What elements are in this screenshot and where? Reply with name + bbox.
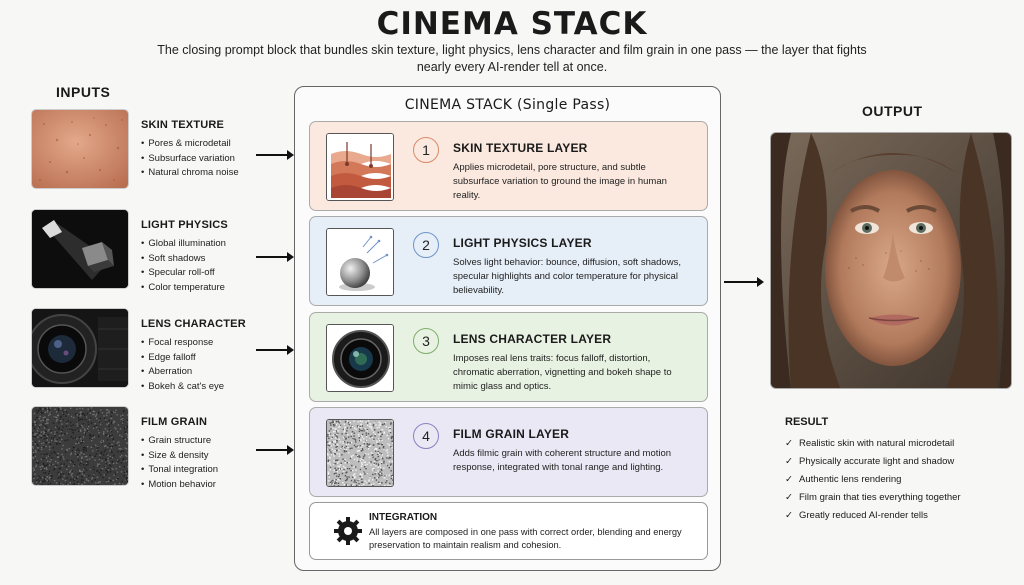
check-icon: ✓ [785, 456, 793, 467]
lens-character-thumbnail [31, 308, 129, 388]
bullet-item: Bokeh & cat's eye [141, 380, 224, 395]
skin-texture-thumbnail [31, 109, 129, 189]
layer-number-badge: 2 [413, 232, 439, 258]
layer-description: Applies microdetail, pore structure, and… [453, 162, 667, 201]
layer-light-physics: 2 LIGHT PHYSICS LAYER Solves light behav… [309, 216, 708, 306]
bullet-item: Natural chroma noise [141, 166, 238, 181]
bullet-item: Subsurface variation [141, 152, 239, 167]
layer-skin-texture: 1 SKIN TEXTURE LAYER Applies microdetail… [309, 121, 708, 211]
inputs-heading: INPUTS [56, 84, 111, 100]
result-title: RESULT [785, 416, 829, 428]
film-grain-thumbnail [31, 406, 129, 486]
result-text: Physically accurate light and shadow [799, 456, 955, 467]
layer-description: Imposes real lens traits: focus falloff,… [453, 353, 672, 392]
bullet-item: Focal response [141, 336, 224, 351]
input-light-physics: LIGHT PHYSICS Global illumination Soft s… [31, 209, 301, 293]
gear-icon [334, 517, 362, 545]
result-item: ✓ Physically accurate light and shadow [785, 453, 961, 471]
skin-cross-section-icon [326, 133, 394, 201]
bullet-item: Aberration [141, 365, 224, 380]
input-bullets: Focal response Edge falloff Aberration B… [141, 336, 224, 394]
check-icon: ✓ [785, 510, 793, 521]
bullet-item: Motion behavior [141, 478, 218, 493]
input-lens-character: LENS CHARACTER Focal response Edge fallo… [31, 308, 301, 392]
layer-title: LIGHT PHYSICS LAYER [453, 236, 592, 250]
arrow-stack-to-output [724, 277, 764, 287]
layer-lens-character: 3 LENS CHARACTER LAYER Imposes real lens… [309, 312, 708, 402]
stack-title: CINEMA STACK (Single Pass) [404, 97, 611, 113]
layer-title: LENS CHARACTER LAYER [453, 332, 612, 346]
result-item: ✓ Film grain that ties everything togethe… [785, 489, 961, 507]
integration-box: INTEGRATION All layers are composed in o… [309, 502, 708, 560]
input-bullets: Pores & microdetail Subsurface variation… [141, 137, 239, 181]
output-portrait-image [770, 132, 1012, 389]
result-text: Film grain that ties everything together [799, 492, 961, 503]
result-text: Authentic lens rendering [799, 474, 902, 485]
sphere-light-icon [326, 228, 394, 296]
output-heading: OUTPUT [862, 103, 923, 119]
result-item: ✓ Greatly reduced AI-render tells [785, 507, 961, 525]
cinema-stack-panel: CINEMA STACK (Single Pass) 1 SKIN TEXTUR… [294, 86, 721, 571]
bullet-item: Specular roll-off [141, 266, 226, 281]
arrow-skin-to-stack [256, 150, 294, 160]
input-name: FILM GRAIN [141, 416, 208, 428]
result-item: ✓ Realistic skin with natural microdetail [785, 435, 961, 453]
layer-description: Adds filmic grain with coherent structur… [453, 448, 672, 473]
bullet-item: Tonal integration [141, 463, 218, 478]
layer-film-grain: 4 FILM GRAIN LAYER Adds filmic grain wit… [309, 407, 708, 497]
page-title: CINEMA STACK [376, 6, 648, 42]
layer-number-badge: 1 [413, 137, 439, 163]
result-list: ✓ Realistic skin with natural microdetail… [785, 435, 961, 525]
result-text: Realistic skin with natural microdetail [799, 438, 955, 449]
check-icon: ✓ [785, 438, 793, 449]
bullet-item: Size & density [141, 449, 218, 464]
bullet-item: Grain structure [141, 434, 218, 449]
input-bullets: Global illumination Soft shadows Specula… [141, 237, 226, 295]
layer-description: Solves light behavior: bounce, diffusion… [453, 257, 681, 296]
bullet-item: Edge falloff [141, 351, 224, 366]
layer-number-badge: 4 [413, 423, 439, 449]
page-subtitle: The closing prompt block that bundles sk… [157, 43, 867, 74]
input-skin-texture: SKIN TEXTURE Pores & microdetail Subsurf… [31, 109, 301, 191]
check-icon: ✓ [785, 492, 793, 503]
input-film-grain: FILM GRAIN Grain structure Size & densit… [31, 406, 301, 490]
grain-noise-icon [326, 419, 394, 487]
input-name: LENS CHARACTER [141, 318, 246, 330]
bullet-item: Global illumination [141, 237, 226, 252]
arrow-lens-to-stack [256, 345, 294, 355]
layer-title: SKIN TEXTURE LAYER [453, 141, 588, 155]
bullet-item: Pores & microdetail [141, 137, 239, 152]
light-physics-thumbnail [31, 209, 129, 289]
result-item: ✓ Authentic lens rendering [785, 471, 961, 489]
integration-description: All layers are composed in one pass with… [369, 527, 682, 550]
result-text: Greatly reduced AI-render tells [799, 510, 928, 521]
check-icon: ✓ [785, 474, 793, 485]
input-name: SKIN TEXTURE [141, 119, 225, 131]
input-name: LIGHT PHYSICS [141, 219, 228, 231]
bullet-item: Color temperature [141, 281, 226, 296]
layer-number-badge: 3 [413, 328, 439, 354]
arrow-light-to-stack [256, 252, 294, 262]
input-bullets: Grain structure Size & density Tonal int… [141, 434, 218, 492]
integration-title: INTEGRATION [369, 512, 438, 523]
camera-lens-icon [326, 324, 394, 392]
bullet-item: Soft shadows [141, 252, 226, 267]
arrow-grain-to-stack [256, 445, 294, 455]
layer-title: FILM GRAIN LAYER [453, 427, 570, 441]
